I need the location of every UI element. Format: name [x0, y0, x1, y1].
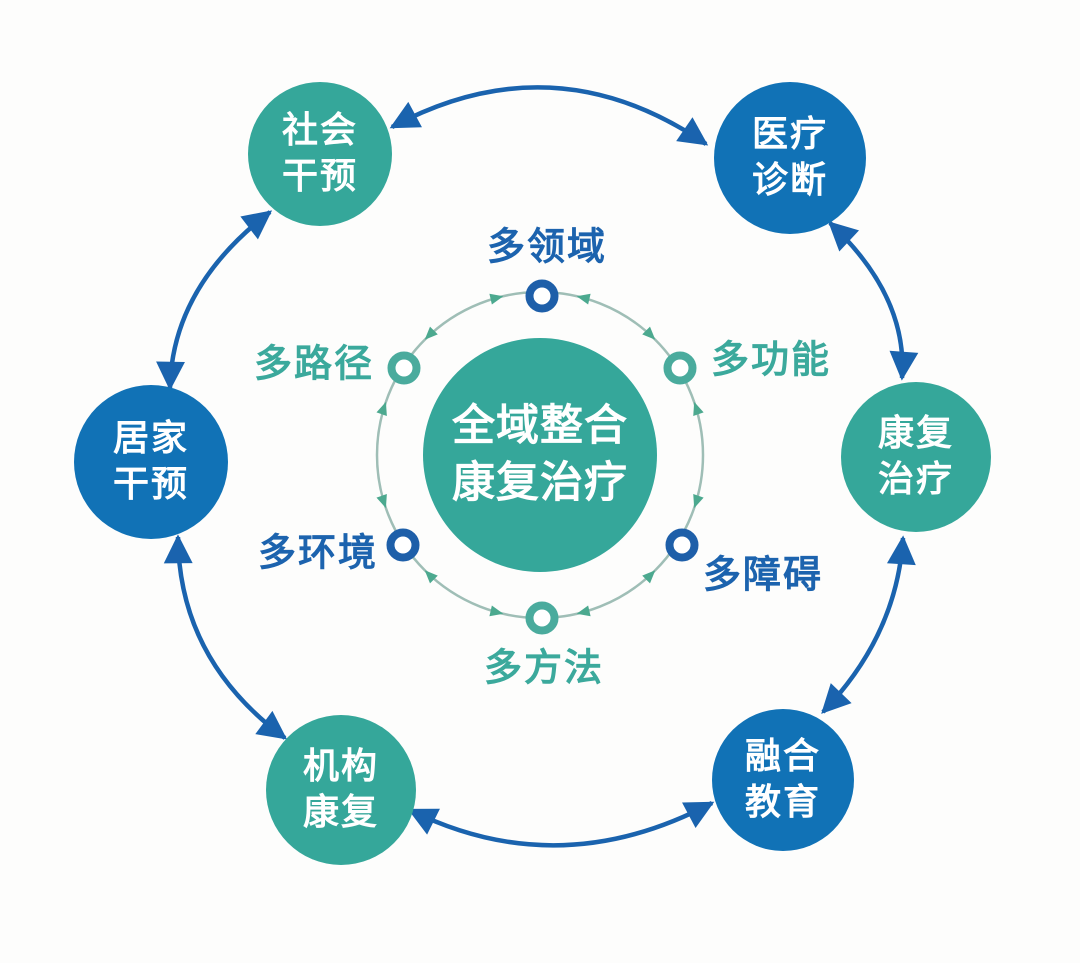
inner-label-multi-domain: 多领域	[486, 224, 608, 269]
center-bubble: 全域整合 康复治疗	[423, 338, 657, 572]
orbit-node-lower-left	[386, 528, 420, 562]
inner-arrowhead-icon	[693, 401, 704, 416]
inner-arrowhead-icon	[424, 570, 438, 584]
arrow-bottom-right	[821, 535, 916, 714]
inner-label-multi-function: 多功能	[710, 337, 832, 382]
orbit-node-lower-right	[665, 528, 699, 562]
arrow-top-left	[156, 210, 273, 391]
outer-bubble-inclusive-education: 融合 教育	[712, 709, 854, 851]
outer-bubble-social-intervention: 社会 干预	[248, 82, 392, 226]
outer-bubble-medical-diagnosis: 医疗 诊断	[714, 82, 866, 234]
inner-label-multi-method: 多方法	[483, 645, 605, 690]
inner-arrowhead-icon	[576, 293, 591, 305]
inner-arrowhead-icon	[376, 401, 387, 416]
arrow-top	[389, 85, 709, 146]
outer-bubble-home-intervention: 居家 干预	[74, 385, 228, 539]
arrow-bottom	[407, 801, 715, 848]
inner-label-multi-environment: 多环境	[257, 530, 379, 575]
orbit-node-upper-right	[663, 351, 697, 385]
inner-arrowhead-icon	[376, 494, 387, 509]
inner-arrowhead-icon	[642, 570, 656, 584]
outer-bubble-rehab-therapy: 康复 治疗	[841, 382, 991, 532]
inner-arrowhead-icon	[489, 293, 504, 305]
inner-arrowhead-icon	[576, 605, 591, 617]
orbit-node-bottom	[525, 601, 559, 635]
arrow-bottom-left	[163, 534, 288, 740]
inner-arrowhead-icon	[642, 326, 656, 340]
outer-bubble-institutional-rehab: 机构 康复	[266, 715, 416, 865]
inner-arrowhead-icon	[489, 605, 504, 617]
orbit-node-upper-left	[387, 351, 421, 385]
inner-label-multi-path: 多路径	[253, 341, 375, 386]
inner-arrowhead-icon	[693, 494, 704, 509]
inner-label-multi-obstacle: 多障碍	[702, 552, 824, 597]
inner-orbit-arrowheads	[376, 293, 704, 617]
inner-arrowhead-icon	[424, 326, 438, 340]
orbit-node-top	[525, 279, 559, 313]
arrow-top-right	[828, 221, 919, 381]
